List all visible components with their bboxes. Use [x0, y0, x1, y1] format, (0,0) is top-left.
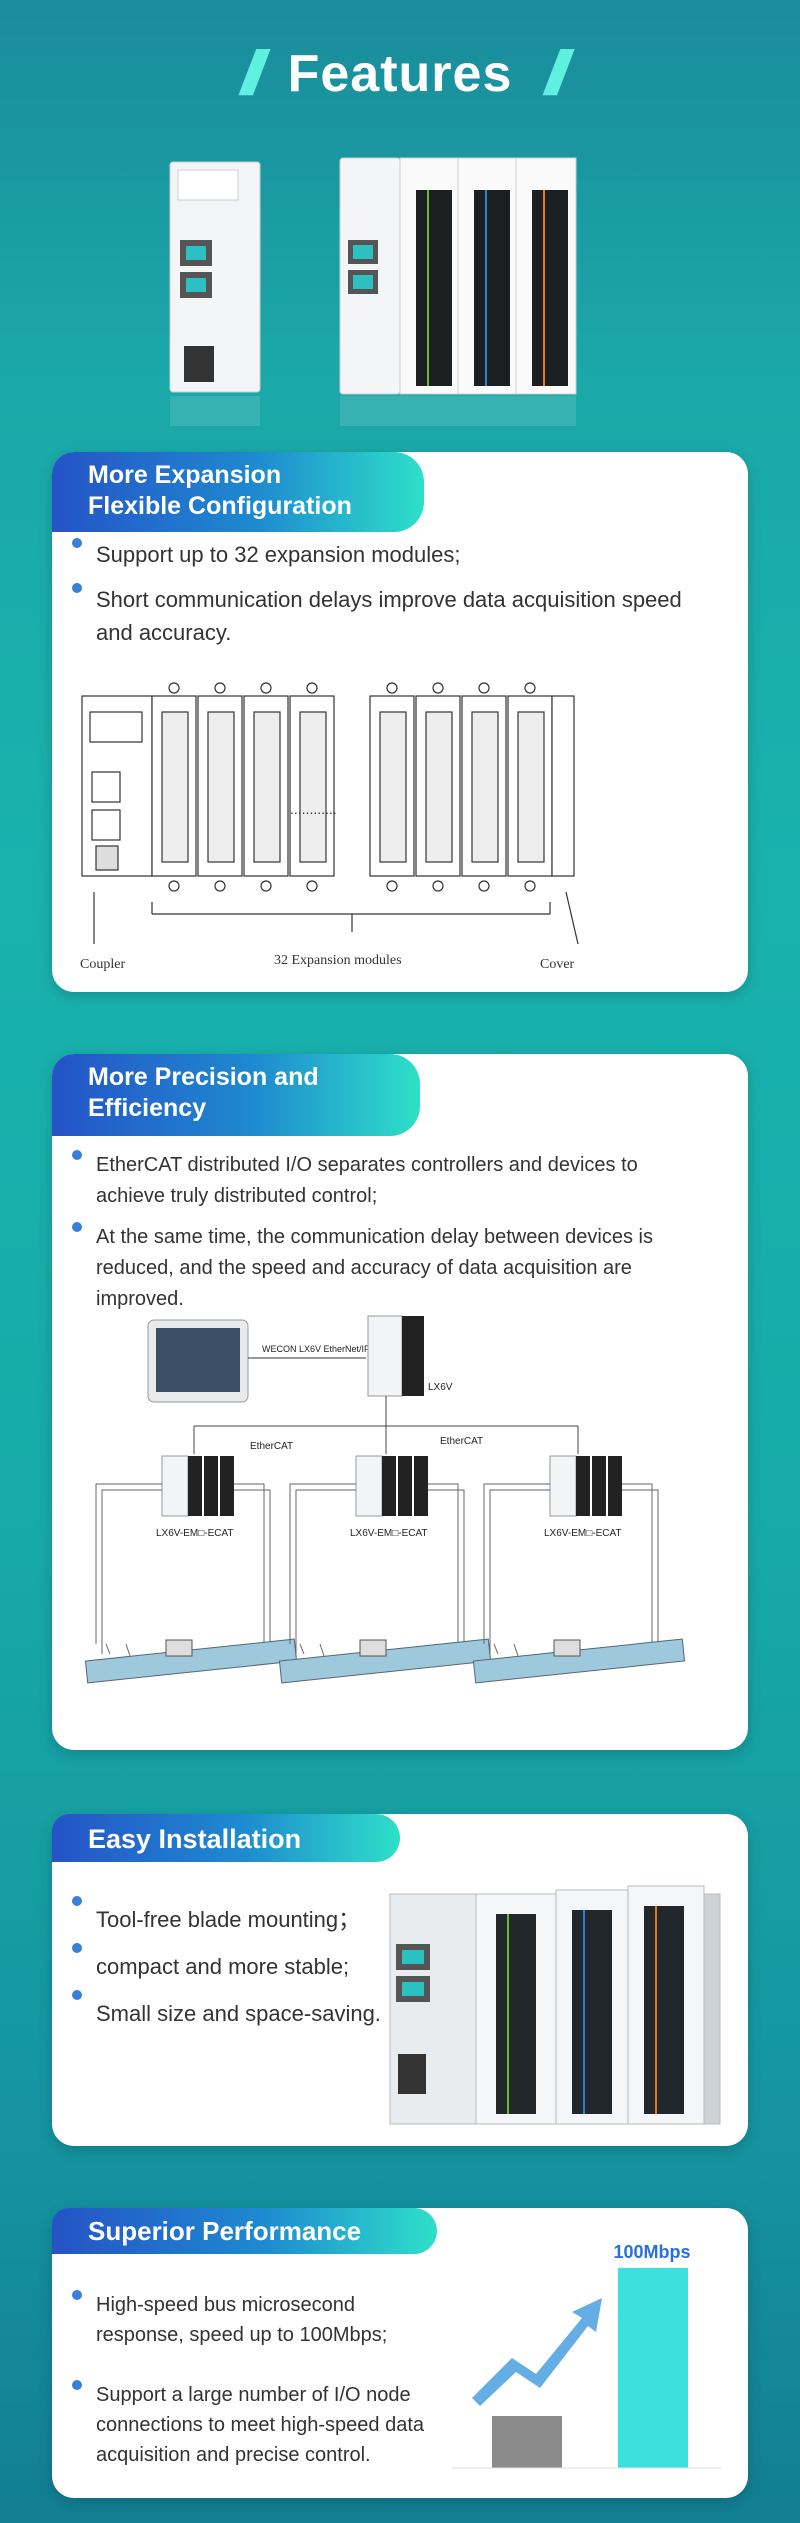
list-item: Support up to 32 expansion modules;	[72, 538, 712, 571]
right-slash-decoration: //	[544, 39, 570, 108]
performance-card: Superior Performance High-speed bus micr…	[52, 2208, 748, 2498]
precision-bullets: EtherCAT distributed I/O separates contr…	[72, 1150, 712, 1315]
installation-tag-label: Easy Installation	[88, 1824, 302, 1854]
ethercat-right-label: EtherCAT	[440, 1436, 483, 1447]
installation-card: Easy Installation Tool-free blade mounti…	[52, 1814, 748, 2146]
performance-tag: Superior Performance	[52, 2208, 437, 2254]
left-slash-decoration: //	[240, 39, 266, 108]
ethercat-left-label: EtherCAT	[250, 1441, 293, 1452]
list-item: compact and more stable;	[72, 1943, 402, 1990]
precision-tag: More Precision and Efficiency	[52, 1054, 420, 1136]
installation-tag: Easy Installation	[52, 1814, 400, 1862]
growth-arrow	[472, 2298, 602, 2406]
precision-tag-line1: More Precision and	[88, 1063, 319, 1091]
hmi-label: WECON LX6V EtherNet/IP	[262, 1344, 370, 1354]
precision-tag-line2: Efficiency	[88, 1094, 207, 1122]
list-item: Tool-free blade mounting；	[72, 1896, 402, 1943]
expansion-tag: More Expansion Flexible Configuration	[52, 452, 424, 532]
speed-chart: 100Mbps	[452, 2242, 722, 2469]
page-title: Features	[287, 44, 513, 103]
speed-label: 100Mbps	[613, 2242, 690, 2262]
cover-label: Cover	[540, 957, 575, 972]
expansion-bullets: Support up to 32 expansion modules; Shor…	[72, 538, 712, 649]
list-item: Small size and space-saving.	[72, 1990, 402, 2037]
coupler-label: Coupler	[80, 957, 125, 972]
ethercat-diagram: WECON LX6V EtherNet/IP LX6V EtherCAT Eth…	[84, 1315, 686, 1684]
features-header: // Features //	[0, 38, 800, 108]
modules-label: 32 Expansion modules	[274, 953, 402, 968]
expansion-card: More Expansion Flexible Configuration Su…	[52, 452, 748, 992]
bar-100mbps	[618, 2268, 688, 2468]
node-label-middle: LX6V-EM□-ECAT	[350, 1528, 428, 1539]
node-label-right: LX6V-EM□-ECAT	[544, 1528, 622, 1539]
bar-baseline	[492, 2416, 562, 2468]
expansion-diagram: ............ Coupler 32 Expansion module…	[80, 682, 579, 972]
precision-card: More Precision and Efficiency EtherCAT d…	[52, 1054, 748, 1750]
product-photo	[169, 157, 577, 426]
node-label-left: LX6V-EM□-ECAT	[156, 1528, 234, 1539]
performance-tag-label: Superior Performance	[88, 2216, 362, 2246]
installation-photo	[389, 1885, 721, 2125]
list-item: Support a large number of I/O node conne…	[72, 2380, 442, 2470]
list-item: EtherCAT distributed I/O separates contr…	[72, 1150, 712, 1212]
list-item: High-speed bus microsecond response, spe…	[72, 2290, 442, 2350]
performance-bullets: High-speed bus microsecond response, spe…	[72, 2290, 442, 2470]
installation-bullets: Tool-free blade mounting； compact and mo…	[72, 1896, 402, 2037]
expansion-tag-line2: Flexible Configuration	[88, 492, 352, 520]
list-item: Short communication delays improve data …	[72, 583, 712, 649]
expansion-tag-line1: More Expansion	[88, 461, 282, 489]
list-item: At the same time, the communication dela…	[72, 1222, 712, 1315]
plc-label: LX6V	[428, 1382, 453, 1393]
dots-label: ............	[290, 801, 337, 817]
